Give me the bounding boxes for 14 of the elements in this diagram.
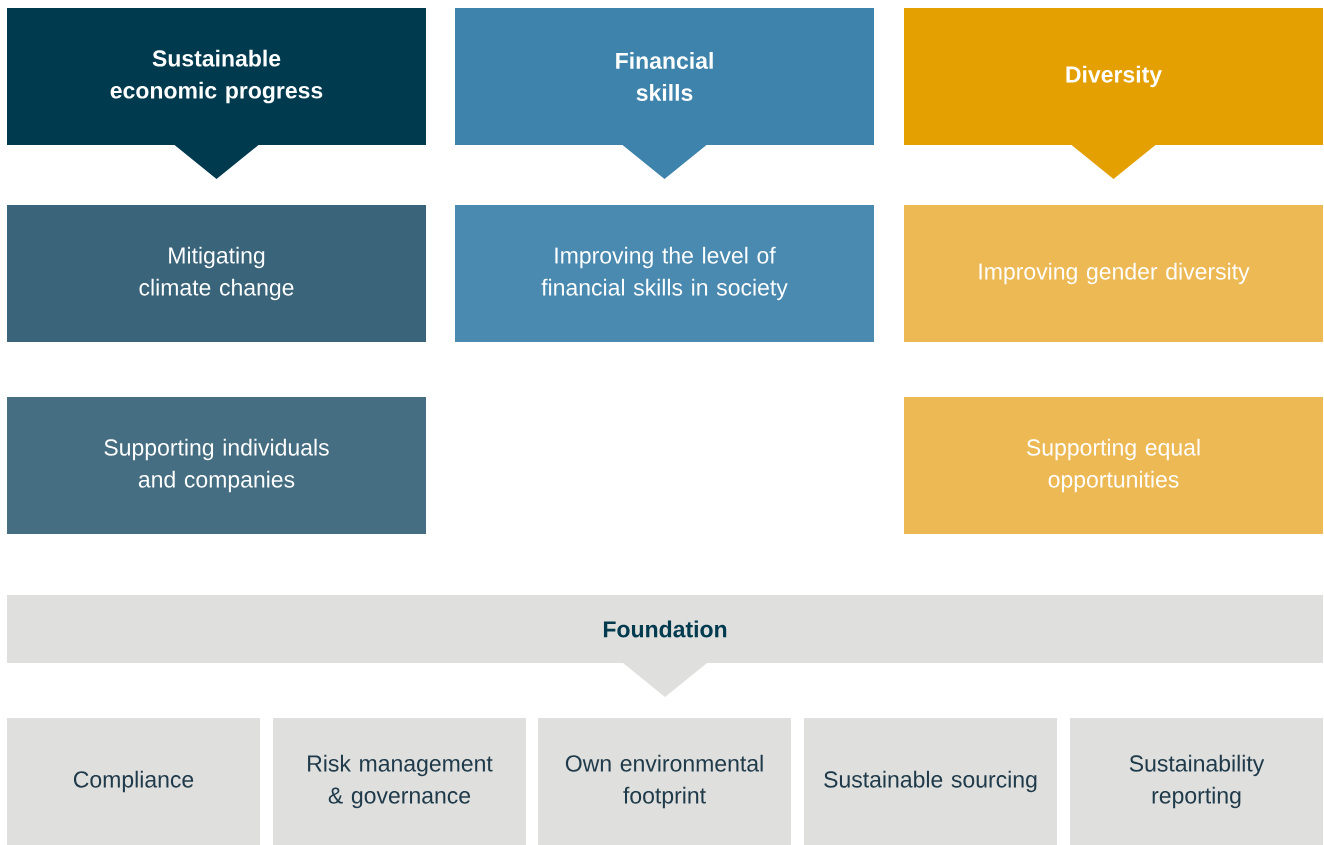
focus-box: Improving the level of financial skills in society (455, 205, 874, 342)
pillar-header: Financial skills (455, 8, 874, 179)
foundation-box: Sustainable sourcing (804, 718, 1057, 845)
foundation-box: Compliance (7, 718, 260, 845)
foundation-box: Risk management & governance (273, 718, 526, 845)
foundation-box: Sustainability reporting (1070, 718, 1323, 845)
pillar-header: Diversity (904, 8, 1323, 179)
foundation-box: Own environmental footprint (538, 718, 791, 845)
focus-box: Improving gender diversity (904, 205, 1323, 342)
focus-box: Mitigating climate change (7, 205, 426, 342)
pillar-header: Sustainable economic progress (7, 8, 426, 179)
focus-box: Supporting individuals and companies (7, 397, 426, 534)
focus-box: Supporting equal opportunities (904, 397, 1323, 534)
foundation-band: Foundation (7, 595, 1323, 697)
